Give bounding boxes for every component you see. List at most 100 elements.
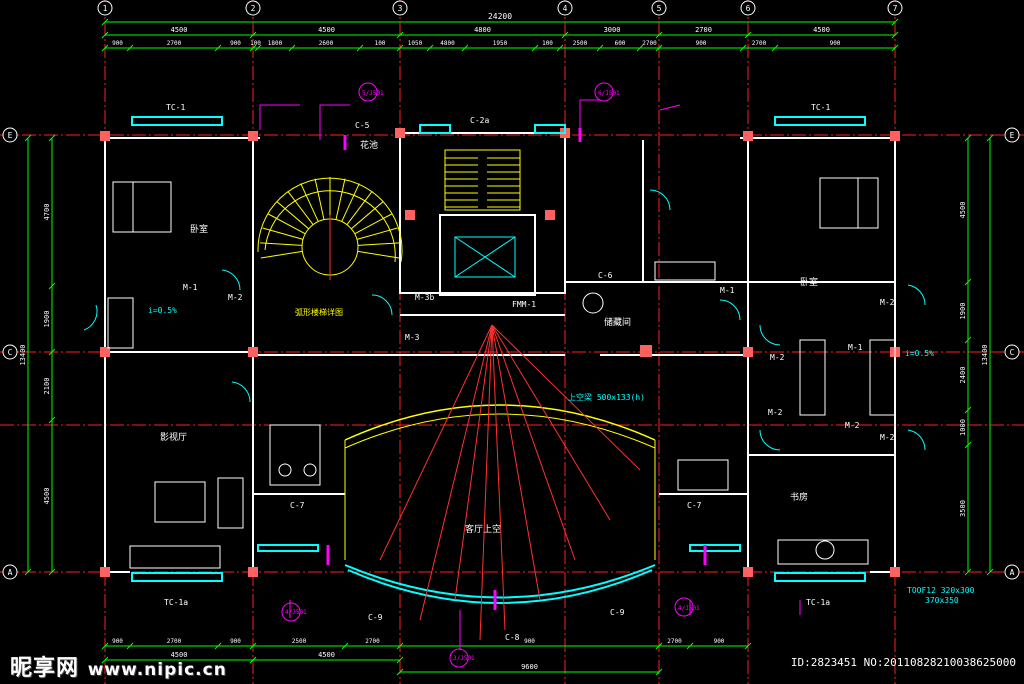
- dim-bottom-bay-label: 4500: [318, 651, 335, 659]
- window-tag: TC-1: [811, 103, 830, 112]
- dim-top-detail-label: 1050: [408, 40, 423, 47]
- dim-left-bay-tick: [48, 416, 56, 424]
- dim-top-detail-label: 1800: [268, 40, 283, 47]
- stair-tread: [357, 242, 400, 246]
- dim-right-bay-label: 3500: [959, 500, 967, 517]
- dim-bottom-total-label: 9600: [521, 663, 538, 671]
- door-tag: M-2: [228, 293, 243, 302]
- axis-label-right: C: [1010, 348, 1015, 357]
- atrium-ray: [491, 324, 641, 471]
- callout-ref: 5/J501: [362, 90, 384, 97]
- room-label: 储藏间: [604, 316, 631, 328]
- stair-tread: [260, 250, 303, 259]
- axis-bubble-top: [740, 0, 756, 16]
- dim-top-detail-tick: [126, 44, 134, 52]
- window-tag: C-5: [355, 121, 370, 130]
- toof-note: 370x350: [925, 596, 959, 605]
- axis-label-top: 1: [103, 4, 108, 13]
- dim-bottom-total-tick: [655, 668, 663, 676]
- stair-tread: [276, 201, 310, 230]
- axis-bubble-left: [2, 344, 18, 360]
- beam-note: 上空梁 500x133(h): [568, 392, 645, 402]
- door-swings: [83, 189, 926, 451]
- stair-tread: [287, 190, 314, 225]
- dim-top-detail-label: 100: [542, 40, 553, 47]
- window-tag: C-6: [598, 271, 613, 280]
- dim-top-detail-tick: [254, 44, 262, 52]
- dim-top-detail-tick: [771, 44, 779, 52]
- stair-tread: [314, 178, 325, 220]
- door-tag: M-2: [770, 353, 785, 362]
- axis-label-top: 2: [251, 4, 256, 13]
- room-label: 卧室: [800, 276, 818, 288]
- dim-top-total-tick: [891, 18, 899, 26]
- dim-bottom-detail-label: 2500: [292, 638, 307, 645]
- atrium-ray: [379, 324, 493, 561]
- atrium-ray: [491, 324, 541, 601]
- straight-stair: [444, 149, 521, 278]
- door-tag: M-2: [880, 298, 895, 307]
- atrium-ray: [419, 324, 493, 621]
- axis-label-left: A: [8, 568, 13, 577]
- stair-tread: [341, 183, 360, 222]
- stair-tread: [335, 178, 346, 220]
- slope-note: i=0.5%: [148, 306, 177, 315]
- dim-top-detail-label: 1950: [493, 40, 508, 47]
- callout-circles: [281, 82, 694, 668]
- dim-bottom-detail-tick: [396, 642, 404, 650]
- dim-top-bay-tick: [744, 31, 752, 39]
- dim-bottom-detail-label: 900: [230, 638, 241, 645]
- dim-top-detail-tick: [214, 44, 222, 52]
- dim-left-total-tick: [24, 134, 32, 142]
- stair-tread: [262, 227, 304, 240]
- dim-top-detail-label: 900: [230, 40, 241, 47]
- stair-tread: [350, 201, 384, 230]
- dim-top-detail-tick: [531, 44, 539, 52]
- room-label: 影视厅: [160, 431, 187, 443]
- axis-bubble-right: [1004, 127, 1020, 143]
- dim-bottom-detail-tick: [686, 642, 694, 650]
- dim-top-total-tick: [101, 18, 109, 26]
- dim-bottom-detail-tick: [341, 642, 349, 650]
- atrium-ray: [491, 324, 611, 521]
- stair-tread: [346, 190, 373, 225]
- dim-left-total-tick: [24, 568, 32, 576]
- dim-right-total-tick: [986, 568, 994, 576]
- dim-top-detail-tick: [356, 44, 364, 52]
- dim-bottom-detail-tick: [249, 642, 257, 650]
- dim-left-bay-label: 4500: [43, 488, 51, 505]
- window-tag: TC-1a: [164, 598, 188, 607]
- dim-top-detail-label: 2700: [752, 40, 767, 47]
- dim-top-detail-label: 900: [112, 40, 123, 47]
- room-label: 花池: [360, 139, 378, 151]
- dim-left-bay-tick: [48, 134, 56, 142]
- dim-top-detail-label: 900: [830, 40, 841, 47]
- door-tag: M-1: [720, 286, 735, 295]
- dim-right-bay-tick: [964, 134, 972, 142]
- dim-top-detail-label: 2500: [573, 40, 588, 47]
- dim-right-bay-label: 1900: [959, 303, 967, 320]
- dim-bottom-detail-label: 900: [112, 638, 123, 645]
- slope-note: i=0.5%: [905, 349, 934, 358]
- door-tag: M-2: [880, 433, 895, 442]
- axis-label-left: C: [8, 348, 13, 357]
- dim-top-detail-tick: [739, 44, 747, 52]
- dim-bottom-detail-label: 900: [524, 638, 535, 645]
- dim-top-detail-tick: [288, 44, 296, 52]
- dim-top-bay-label: 4800: [474, 26, 491, 34]
- dim-top-bay-tick: [655, 31, 663, 39]
- axis-bubble-right: [1004, 344, 1020, 360]
- door-tag: M-3: [405, 333, 420, 342]
- dim-top-detail-label: 100: [375, 40, 386, 47]
- dim-bottom-detail-label: 2700: [365, 638, 380, 645]
- axis-bubble-top: [245, 0, 261, 16]
- spiral-stair: [257, 177, 403, 280]
- dim-bottom-detail-tick: [214, 642, 222, 650]
- stair-tread: [260, 242, 303, 246]
- stair-tread: [300, 183, 319, 222]
- dim-bottom-bay-tick: [249, 656, 257, 664]
- atrium-ray: [479, 324, 493, 641]
